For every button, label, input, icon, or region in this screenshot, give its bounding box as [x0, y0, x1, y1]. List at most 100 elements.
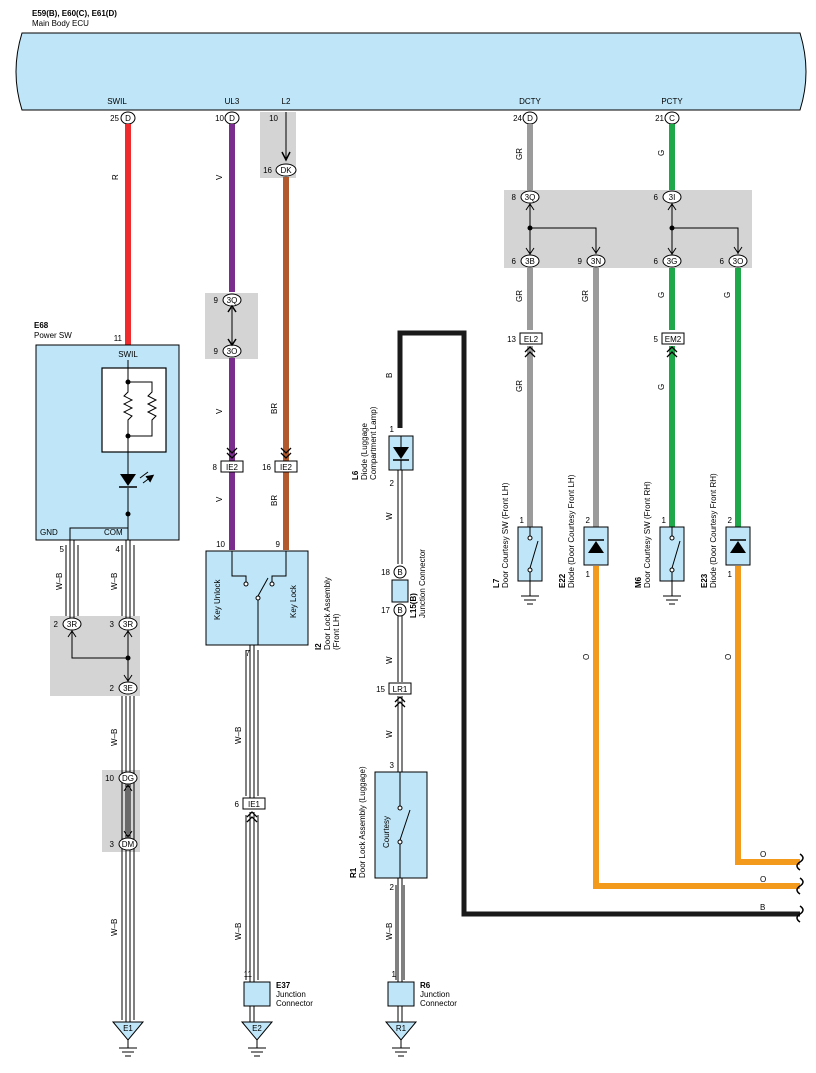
door-lock-pin9: 9: [276, 540, 281, 549]
power-sw: E68 Power SW 11 SWIL GND COM 5 4: [34, 321, 180, 554]
wire-color-dcty-1: GR: [515, 148, 524, 160]
door-lock-sub: (Front LH): [332, 613, 341, 650]
l15-id: L15(B): [409, 593, 418, 618]
door-lock-unlock: Key Unlock: [213, 579, 222, 620]
wire-color-ul3-2: V: [215, 408, 224, 414]
pin-num-l2: 10: [269, 114, 278, 123]
e22-pin1: 1: [586, 570, 591, 579]
pin-conn-pcty: C: [669, 114, 675, 123]
junction-connector-r6: 1 R6 Junction Connector: [387, 970, 457, 1008]
l6-pin1: 1: [390, 425, 395, 434]
junction-b-bot: B: [397, 606, 402, 615]
junction-3r-left: 3R: [67, 620, 77, 629]
ground-e2: E2: [240, 1021, 274, 1057]
inline-ie1: IE1: [248, 800, 261, 809]
l7-name: Door Courtesy SW (Front LH): [501, 482, 510, 588]
junction-3e-pin: 2: [110, 684, 115, 693]
r6-id: R6: [420, 981, 431, 990]
inline-ie2-b-pin: 16: [262, 463, 271, 472]
junction-connector-e37: 11 E37 Junction Connector: [243, 970, 313, 1008]
junction-b-top-pin: 18: [381, 568, 390, 577]
e22-name: Diode (Door Courtesy Front LH): [567, 474, 576, 588]
wire-color-l2-2: BR: [270, 495, 279, 506]
wire-color-l2-1: BR: [270, 403, 279, 414]
l6-pin2: 2: [390, 479, 395, 488]
ecu-pins: SWIL UL3 L2 DCTY PCTY 25 10 10 24 21 D D…: [107, 97, 683, 125]
e22-pin2: 2: [586, 516, 591, 525]
wire-color-dcty-3: GR: [581, 290, 590, 302]
power-sw-name: Power SW: [34, 331, 72, 340]
luggage-door-lock: 3 Courtesy 2 R1 Door Lock Assembly (Lugg…: [349, 761, 428, 892]
ground-r1: R1: [384, 1021, 418, 1057]
l6-sub: Compartment Lamp): [369, 406, 378, 480]
power-sw-pin11: 11: [114, 334, 123, 343]
junction-3g-pin: 6: [654, 257, 659, 266]
wire-color-swil: R: [111, 174, 120, 180]
inline-connectors: EL2 13 EM2 5 IE2 8 IE2 16 IE1 6 LR1 15: [213, 332, 685, 823]
r1-pin2: 2: [390, 883, 395, 892]
door-lock-lock: Key Lock: [289, 584, 298, 618]
junction-3n: 3N: [591, 257, 601, 266]
junction-3q-right-pin: 8: [512, 193, 517, 202]
door-lock-name: Door Lock Assembly: [323, 577, 332, 650]
courtesy-switch-lh: 1 L7 Door Courtesy SW (Front LH): [492, 482, 543, 605]
l6-id: L6: [351, 470, 360, 480]
pin-conn-swil: D: [125, 114, 131, 123]
courtesy-switch-rh: 1 M6 Door Courtesy SW (Front RH): [634, 481, 685, 605]
r6-pin: 1: [392, 970, 397, 979]
pin-signal-swil: SWIL: [107, 97, 127, 106]
wire-color-w-3: W: [385, 730, 394, 738]
inline-ie1-pin: 6: [235, 800, 240, 809]
ground-icon: [663, 595, 681, 605]
junction-dm: DM: [122, 840, 135, 849]
pin-num-swil: 25: [110, 114, 119, 123]
wire-color-wb-e1: W–B: [110, 919, 119, 936]
wire-color-o-3: O: [760, 850, 766, 859]
r6-name2: Connector: [420, 999, 457, 1008]
arrow-l2: [281, 151, 291, 162]
junction-3o-top-pin: 9: [214, 347, 219, 356]
r6-name: Junction: [420, 990, 450, 999]
inline-em2-pin: 5: [654, 335, 659, 344]
e22-id: E22: [558, 573, 567, 588]
junction-b-top: B: [397, 568, 402, 577]
inline-el2-pin: 13: [507, 335, 516, 344]
ground-icon: [392, 1040, 410, 1057]
wire-orange-lh: [593, 566, 800, 889]
wire-color-dcty-4: GR: [515, 380, 524, 392]
inline-ie2-a-pin: 8: [213, 463, 218, 472]
junction-dk-pin: 16: [263, 166, 272, 175]
e37-id: E37: [276, 981, 291, 990]
junction-3g: 3G: [667, 257, 678, 266]
wire-color-b-1: B: [385, 373, 394, 378]
junction-3i-pin: 6: [654, 193, 659, 202]
e37-name: Junction: [276, 990, 306, 999]
junction-3r-right: 3R: [123, 620, 133, 629]
junction-b-bot-pin: 17: [381, 606, 390, 615]
junction-dk: DK: [280, 166, 292, 175]
diode-e23: 2 1 E23 Diode (Door Courtesy Front RH): [700, 473, 751, 588]
wire-color-pcty-3: G: [723, 292, 732, 298]
door-lock-assembly: 10 9 Key Unlock Key Lock 7 I2 Door Lock …: [205, 540, 341, 658]
e23-name: Diode (Door Courtesy Front RH): [709, 473, 718, 588]
ground-r1-label: R1: [396, 1024, 407, 1033]
ground-icon: [521, 595, 539, 605]
wire-color-o-1: O: [582, 654, 591, 660]
ground-e2-label: E2: [252, 1024, 262, 1033]
diode-l6: 1 2 L6 Diode (Luggage Compartment Lamp): [351, 406, 414, 488]
e37-name2: Connector: [276, 999, 313, 1008]
wire-color-wb-e37: W–B: [234, 923, 243, 940]
pin-num-ul3: 10: [215, 114, 224, 123]
e23-pin2: 2: [728, 516, 733, 525]
junction-3r-right-pin: 3: [110, 620, 115, 629]
wire-break-marks: [796, 853, 804, 923]
r1-pin3: 3: [390, 761, 395, 770]
wire-color-pcty-2: G: [657, 292, 666, 298]
ground-e1-label: E1: [123, 1024, 133, 1033]
ground-e1: E1: [111, 1021, 145, 1057]
wire-color-ul3-1: V: [215, 174, 224, 180]
m6-pin1: 1: [662, 516, 667, 525]
junction-3q-top-pin: 9: [214, 296, 219, 305]
ground-icon: [119, 1040, 137, 1057]
wire-color-wb-3e: W–B: [110, 729, 119, 746]
